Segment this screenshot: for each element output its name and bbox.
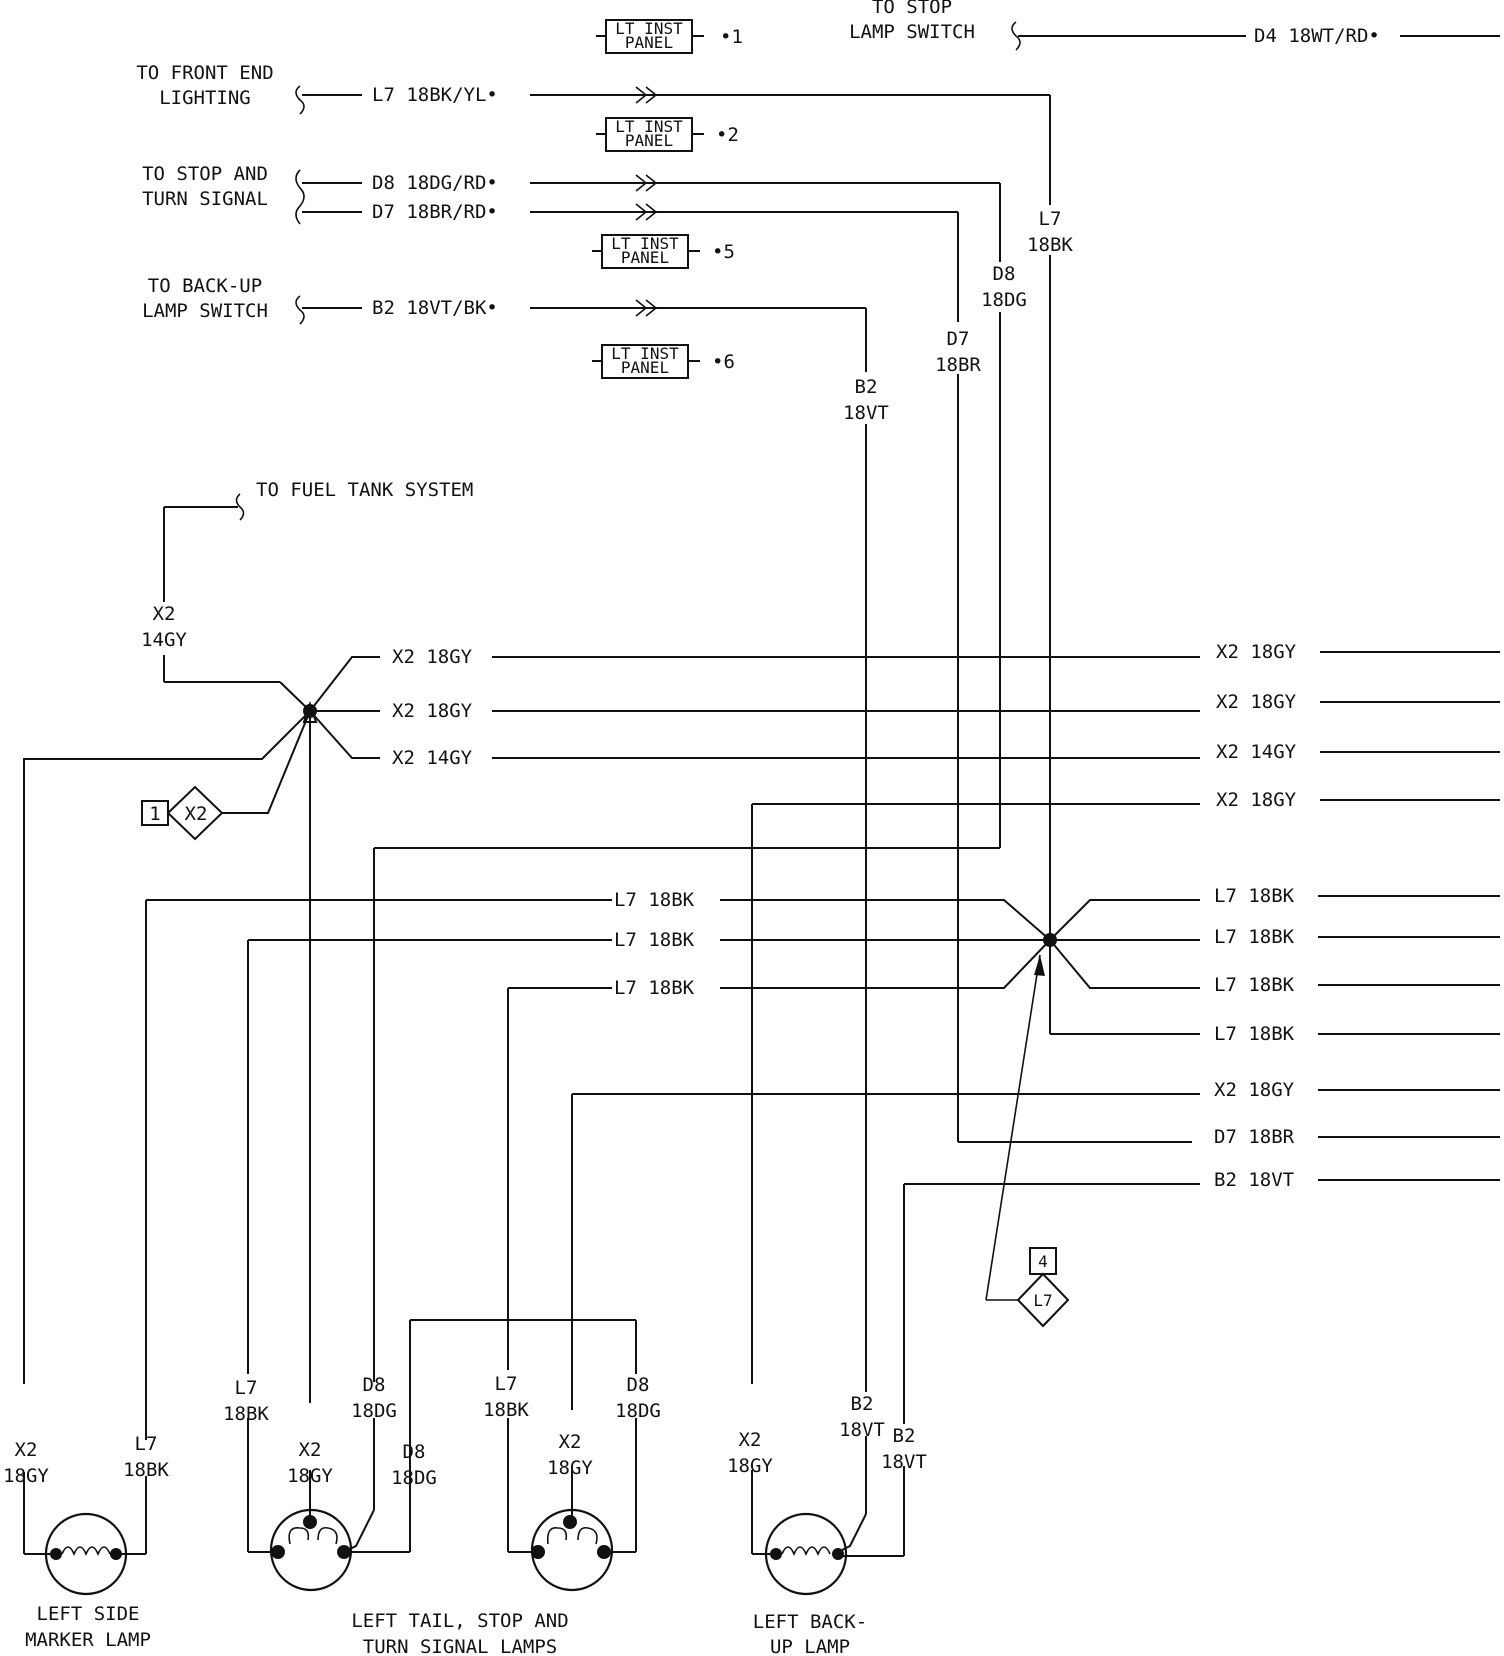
panel-ref-number: •1 [720, 26, 743, 48]
right-edge-connections: X2 18GY X2 18GY X2 14GY X2 18GY L7 18BK … [1214, 641, 1500, 1191]
right-edge-label: L7 18BK [1214, 926, 1295, 948]
l7-splice: L7 18BK L7 18BK L7 18BK [145, 889, 1200, 1440]
lamp-bulb-icon [764, 1512, 848, 1596]
right-edge-label: L7 18BK [1214, 974, 1295, 996]
x2-splice: X2 18GY X2 18GY X2 14GY [23, 646, 1200, 1403]
wire-break-icon [295, 169, 305, 225]
connector-pin-number: 1 [149, 803, 160, 825]
l7-branch-label: L7 18BK [614, 929, 695, 951]
x2-branch-label: X2 18GY [392, 646, 473, 668]
x2-branch-label: X2 14GY [392, 747, 473, 769]
right-edge-label: X2 14GY [1216, 741, 1297, 763]
connector-chevron-icon [635, 203, 658, 221]
d7-source-wire-label: D7 18BR/RD• [372, 201, 498, 223]
left-tail-lamp-1 [247, 1319, 637, 1592]
wire-break-icon [1011, 21, 1021, 51]
panel-ref-number: •5 [712, 241, 735, 263]
connector-pin-number: 4 [1038, 1252, 1048, 1271]
connector-x2-pin-1: 1 X2 [141, 785, 248, 841]
connector-chevron-icon [635, 174, 658, 192]
l7-branch-label: L7 18BK [614, 977, 695, 999]
right-edge-label: X2 18GY [1216, 789, 1297, 811]
connector-name: X2 [185, 803, 208, 825]
connector-name: L7 [1033, 1291, 1052, 1310]
right-edge-label: L7 18BK [1214, 1023, 1295, 1045]
panel-ref-number: •6 [712, 351, 735, 373]
right-edge-label: X2 18GY [1214, 1079, 1295, 1101]
wire-break-icon [235, 493, 245, 521]
l7-source-wire-label: L7 18BK/YL• [372, 84, 498, 106]
lamp-bulb-icon [269, 1508, 353, 1592]
wire-break-icon [295, 85, 305, 115]
lamp-label: LEFT BACK-UP LAMP [753, 1611, 867, 1656]
connector-l7-pin-4: 4 L7 [1016, 1247, 1070, 1328]
left-backup-lamp: LEFT BACK-UP LAMP [751, 1436, 905, 1656]
fuel-tank-label: TO FUEL TANK SYSTEM [256, 479, 473, 501]
connector-chevron-icon [635, 299, 658, 317]
lamp-bulb-icon [44, 1512, 128, 1596]
l7-branch-label: L7 18BK [614, 889, 695, 911]
d8-source-wire-label: D8 18DG/RD• [372, 172, 498, 194]
right-edge-label: X2 18GY [1216, 641, 1297, 663]
b2-source-wire-label: B2 18VT/BK• [372, 297, 498, 319]
right-edge-label: X2 18GY [1216, 691, 1297, 713]
wire-break-icon [295, 295, 305, 325]
filament-icon [61, 1546, 111, 1557]
d4-wire-label: D4 18WT/RD• [1254, 25, 1380, 47]
connector-chevron-icon [635, 86, 658, 104]
filament-icon [546, 1526, 598, 1545]
right-edge-label: B2 18VT [1214, 1169, 1294, 1191]
filament-icon [288, 1526, 338, 1545]
filament-icon [781, 1546, 831, 1557]
right-edge-label: D7 18BR [1214, 1126, 1295, 1148]
panel-ref-number: •2 [716, 124, 739, 146]
right-edge-label: L7 18BK [1214, 885, 1295, 907]
x2-branch-label: X2 18GY [392, 700, 473, 722]
